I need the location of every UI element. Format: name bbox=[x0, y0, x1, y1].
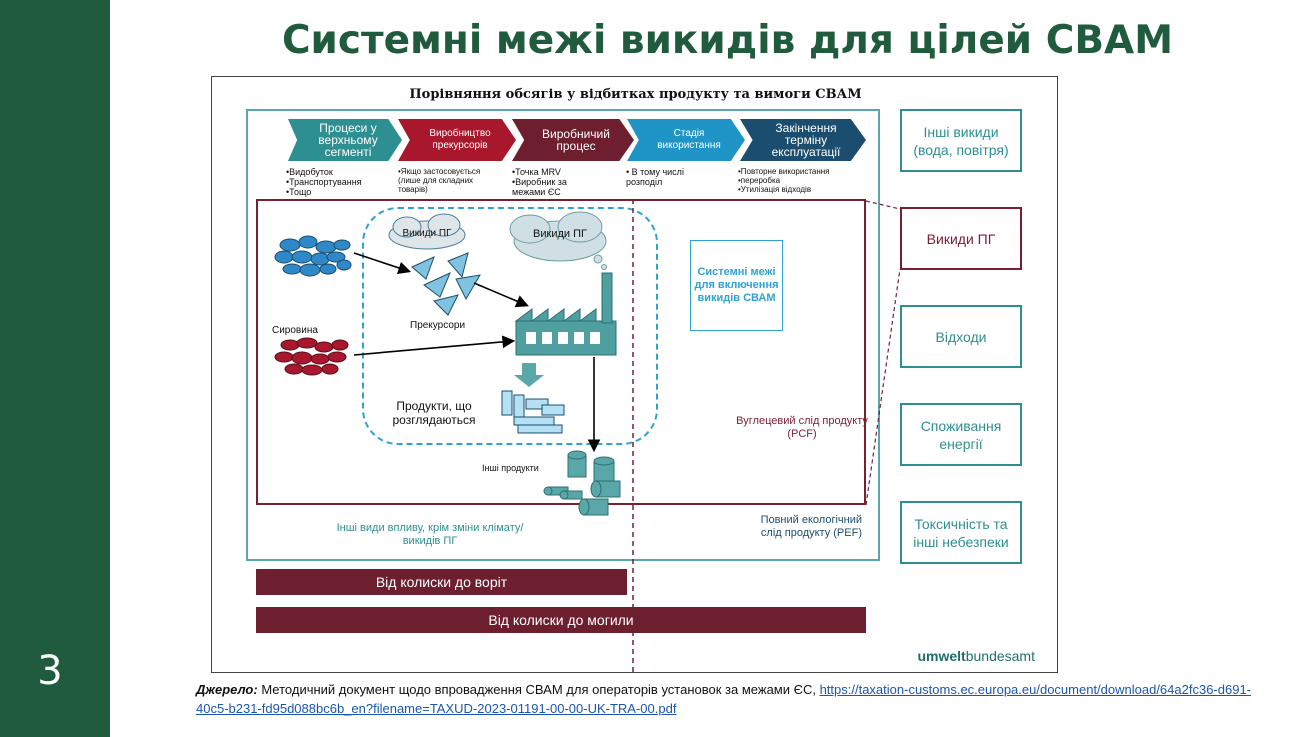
pef-label: Повний екологічний слід продукту (PEF) bbox=[760, 514, 862, 539]
stage-end-of-life: Закінчення терміну експлуатації bbox=[740, 119, 866, 161]
source-label: Джерело: bbox=[196, 682, 258, 697]
category-waste: Відходи bbox=[900, 305, 1022, 368]
category-ghg-emissions: Викиди ПГ bbox=[900, 207, 1022, 270]
bullets-use: • В тому числі розподіл bbox=[626, 167, 684, 187]
connector-bottom bbox=[865, 268, 901, 506]
source-link[interactable]: https://taxation-customs.ec.europa.eu/do… bbox=[196, 682, 1251, 716]
category-energy: Споживання енергії bbox=[900, 403, 1022, 466]
arrow-raw-to-factory bbox=[353, 335, 516, 356]
arrow-raw-to-precursors bbox=[353, 252, 412, 275]
process-illustration bbox=[274, 199, 901, 674]
pcf-boundary-box bbox=[256, 199, 866, 505]
bullets-upstream: •Видобуток •Транспортування •Тощо bbox=[286, 167, 362, 197]
raw-materials-label: Сировина bbox=[272, 325, 318, 336]
slide-number: 3 bbox=[37, 648, 63, 694]
raw-material-red-icon bbox=[274, 337, 349, 376]
pef-boundary-box bbox=[246, 109, 880, 561]
other-products-icon bbox=[543, 450, 621, 516]
ghg-cloud-icon bbox=[509, 211, 607, 270]
other-impacts-label: Інші види впливу, крім зміни клімату/вик… bbox=[336, 522, 524, 547]
down-arrow-icon bbox=[514, 363, 544, 387]
slide-title: Системні межі викидів для цілей СВАМ bbox=[281, 18, 1174, 63]
bullets-precursors: •Якщо застосовується (лише для складних … bbox=[398, 167, 481, 194]
figure-title: Порівняння обсягів у відбитках продукту … bbox=[409, 87, 862, 102]
cbam-boundary-dashed bbox=[362, 207, 658, 445]
diagram-figure: Порівняння обсягів у відбитках продукту … bbox=[211, 76, 1058, 674]
category-other-emissions: Інші викиди (вода, повітря) bbox=[900, 109, 1022, 172]
stage-upstream: Процеси у верхньому сегменті bbox=[288, 119, 402, 161]
stage-precursors: Виробництво прекурсорів bbox=[398, 119, 516, 161]
ghg-cloud-label: Викиди ПГ bbox=[533, 228, 587, 240]
ghg-cloud-label: Викиди ПГ bbox=[402, 228, 452, 239]
other-products-label: Інші продукти bbox=[482, 463, 539, 473]
considered-products-label: Продукти, що розглядаються bbox=[392, 399, 476, 427]
pcf-label: Вуглецевий слід продукту (PCF) bbox=[736, 415, 868, 440]
ghg-cloud-icon bbox=[388, 213, 466, 250]
considered-products-icon bbox=[501, 390, 565, 434]
stage-use: Стадія використання bbox=[627, 119, 745, 161]
stage-production: Виробничий процес bbox=[512, 119, 634, 161]
precursors-label: Прекурсори bbox=[410, 320, 466, 331]
system-boundaries-box: Системні межі для включення викидів СВАМ bbox=[690, 240, 783, 331]
bullets-end-of-life: •Повторне використання •переробка •Утилі… bbox=[738, 167, 830, 194]
source-text: Методичний документ щодо впровадження СВ… bbox=[257, 682, 820, 697]
arrow-precursors-to-factory bbox=[473, 282, 529, 308]
category-toxicity: Токсичність та інші небезпеки bbox=[900, 501, 1022, 564]
raw-material-blue-icon bbox=[274, 235, 352, 277]
precursors-icon bbox=[411, 252, 481, 316]
cradle-to-grave-bar: Від колиски до могили bbox=[256, 607, 866, 633]
umweltbundesamt-logo: umweltbundesamt bbox=[917, 648, 1035, 664]
cradle-to-gate-bar: Від колиски до воріт bbox=[256, 569, 627, 595]
connector-top bbox=[865, 200, 901, 210]
source-note: Джерело: Методичний документ щодо впрова… bbox=[196, 680, 1276, 718]
bullets-production: •Точка MRV •Виробник за межами ЄС bbox=[512, 167, 567, 197]
sidebar-bar bbox=[0, 0, 110, 737]
factory-icon bbox=[514, 272, 617, 356]
